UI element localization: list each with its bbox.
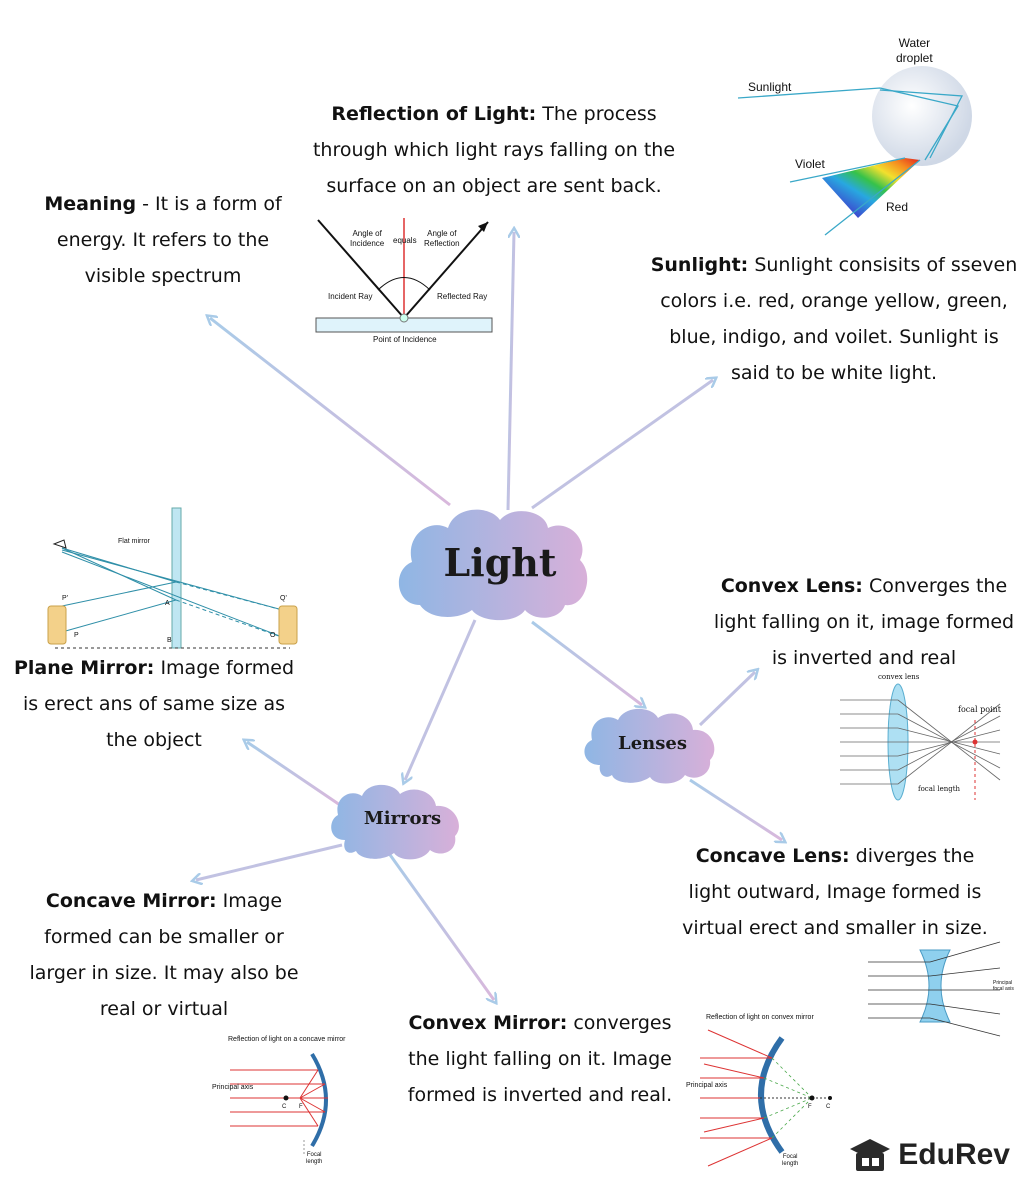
principal-focal-label: Principal focal axis (993, 980, 1014, 992)
droplet-word: droplet (896, 51, 933, 65)
concave-focal-word: Focal (306, 1152, 322, 1158)
p-prime-label: P' (62, 595, 69, 602)
equals-label: equals (393, 236, 417, 245)
arrow-to-convex-lens (698, 672, 755, 727)
plane-mirror-desc: Image formed is erect ans of same size a… (22, 657, 295, 751)
convex-lens-fig-title: convex lens (878, 673, 920, 681)
convex-focal-word: Focal (782, 1154, 798, 1160)
meaning-term: Meaning (44, 193, 137, 215)
angle-reflection-label: Angle of Reflection (424, 229, 460, 249)
reflection-text: Reflection of Light: The process through… (310, 96, 678, 204)
violet-label: Violet (795, 157, 825, 171)
convex-lens-term: Convex Lens: (720, 575, 863, 597)
focal-axis-word: focal axis (993, 986, 1014, 992)
arrow-to-concave-lens (689, 778, 782, 840)
concave-length-word: length (306, 1159, 323, 1165)
convex-lens-text: Convex Lens: Converges the light falling… (712, 568, 1016, 676)
plane-mirror-text: Plane Mirror: Image formed is erect ans … (12, 650, 296, 758)
arrow-to-sunlight (531, 380, 713, 510)
central-cloud (398, 509, 588, 621)
plane-mirror-term: Plane Mirror: (13, 657, 155, 679)
principal-word: Principal (993, 980, 1013, 986)
arrow-to-meaning (210, 318, 451, 507)
focal-length-label: focal length (918, 785, 961, 793)
concave-f-label: F (299, 1104, 303, 1110)
flat-mirror-label: Flat mirror (118, 538, 150, 545)
arrow-to-mirrors (405, 619, 477, 780)
mirrors-cloud (331, 784, 459, 860)
convex-lens-desc: Converges the light falling on it, image… (713, 575, 1015, 669)
meaning-text: Meaning - It is a form of energy. It ref… (38, 186, 288, 294)
lenses-cloud (584, 708, 715, 784)
reflection-line1: Angle of (427, 229, 457, 238)
sunlight-term: Sunlight: (650, 254, 749, 276)
concave-c-label: C (282, 1104, 287, 1110)
concave-principal-axis-label: Principal axis (212, 1084, 254, 1091)
red-label: Red (886, 200, 909, 214)
convex-mirror-desc: converges the light falling on it. Image… (407, 1012, 673, 1106)
convex-mirror-fig-title: Reflection of light on convex mirror (706, 1014, 814, 1021)
arrow-to-concave-mirror (196, 843, 343, 880)
mirrors-label: Mirrors (363, 808, 442, 829)
graduation-cap-icon (850, 1139, 891, 1171)
reflection-term: Reflection of Light: (331, 103, 537, 125)
arrow-to-lenses (531, 620, 642, 705)
point-incidence-label: Point of Incidence (373, 335, 437, 344)
concave-lens-text: Concave Lens: diverges the light outward… (674, 838, 996, 946)
sunlight-ray-label: Sunlight (748, 80, 792, 94)
water-word: Water (898, 36, 931, 50)
convex-f-label: F (808, 1104, 812, 1110)
convex-length-word: length (782, 1161, 799, 1167)
concave-mirror-desc: Image formed can be smaller or larger in… (29, 890, 299, 1020)
convex-focal-length-label: Focal length (782, 1154, 798, 1168)
incident-ray-label: Incident Ray (328, 292, 373, 301)
concave-mirror-fig-title: Reflection of light on a concave mirror (228, 1036, 346, 1043)
reflection-desc: The process through which light rays fal… (312, 103, 676, 197)
concave-mirror-term: Concave Mirror: (45, 890, 217, 912)
a-label: A (165, 600, 170, 607)
concave-lens-term: Concave Lens: (695, 845, 850, 867)
arrow-to-plane-mirror (247, 742, 341, 807)
convex-mirror-term: Convex Mirror: (408, 1012, 568, 1034)
convex-mirror-text: Convex Mirror: converges the light falli… (402, 1005, 678, 1113)
convex-principal-axis-label: Principal axis (686, 1082, 728, 1089)
arrow-to-reflection (506, 232, 514, 511)
incidence-line1: Angle of (352, 229, 382, 238)
water-label: Water droplet (896, 36, 933, 66)
central-title: Light (443, 540, 557, 585)
reflected-ray-label: Reflected Ray (437, 292, 488, 301)
q-prime-label: Q' (280, 595, 287, 602)
p-label: P (74, 632, 79, 639)
edurev-logo[interactable]: EduRev (850, 1137, 1010, 1173)
sunlight-text: Sunlight: Sunlight consisits of sseven c… (650, 247, 1018, 391)
concave-focal-length-label: Focal length (306, 1152, 322, 1166)
angle-incidence-label: Angle of Incidence (350, 229, 384, 249)
concave-mirror-text: Concave Mirror: Image formed can be smal… (22, 883, 306, 1027)
convex-c-label: C (826, 1104, 831, 1110)
meaning-desc: - It is a form of energy. It refers to t… (56, 193, 282, 287)
focal-point-label: focal point (958, 705, 1001, 714)
incidence-line2: Incidence (350, 239, 385, 248)
brand-name: EduRev (898, 1138, 1010, 1171)
reflection-line2: Reflection (424, 239, 460, 248)
lenses-label: Lenses (618, 733, 687, 754)
arrow-to-convex-mirror (386, 851, 494, 1000)
o-label: O (270, 632, 276, 639)
sunlight-desc: Sunlight consisits of sseven colors i.e.… (660, 254, 1018, 384)
concave-lens-desc: diverges the light outward, Image formed… (682, 845, 988, 939)
b-label: B (167, 637, 172, 644)
